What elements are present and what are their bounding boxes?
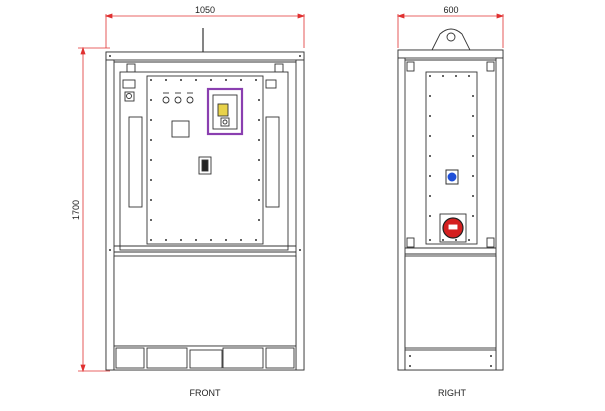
front-lower-compartment xyxy=(113,255,297,347)
right-width-dimension xyxy=(396,13,505,48)
front-meter-window xyxy=(171,120,190,138)
front-door-bolts xyxy=(109,55,301,251)
front-left-slot xyxy=(128,116,143,208)
right-view-label: RIGHT xyxy=(438,388,467,398)
right-base-plinth xyxy=(404,349,497,371)
front-width-label: 1050 xyxy=(195,5,215,15)
front-top-rail xyxy=(105,51,305,61)
right-lower-compartment xyxy=(404,255,497,349)
front-left-post xyxy=(105,59,115,371)
indicator-lamps xyxy=(162,92,194,104)
front-width-dimension xyxy=(104,13,306,48)
front-small-device xyxy=(122,79,136,89)
right-right-post xyxy=(495,57,504,371)
right-view xyxy=(397,28,504,371)
height-label: 1700 xyxy=(71,200,81,220)
front-info-badge xyxy=(265,79,277,89)
right-door-bolts xyxy=(409,75,492,367)
front-right-post xyxy=(295,59,305,371)
front-view-label: FRONT xyxy=(190,388,221,398)
front-view xyxy=(105,28,305,371)
height-dimension xyxy=(78,46,110,373)
right-left-post xyxy=(397,57,406,371)
right-width-label: 600 xyxy=(443,5,458,15)
front-right-slot xyxy=(265,116,280,208)
